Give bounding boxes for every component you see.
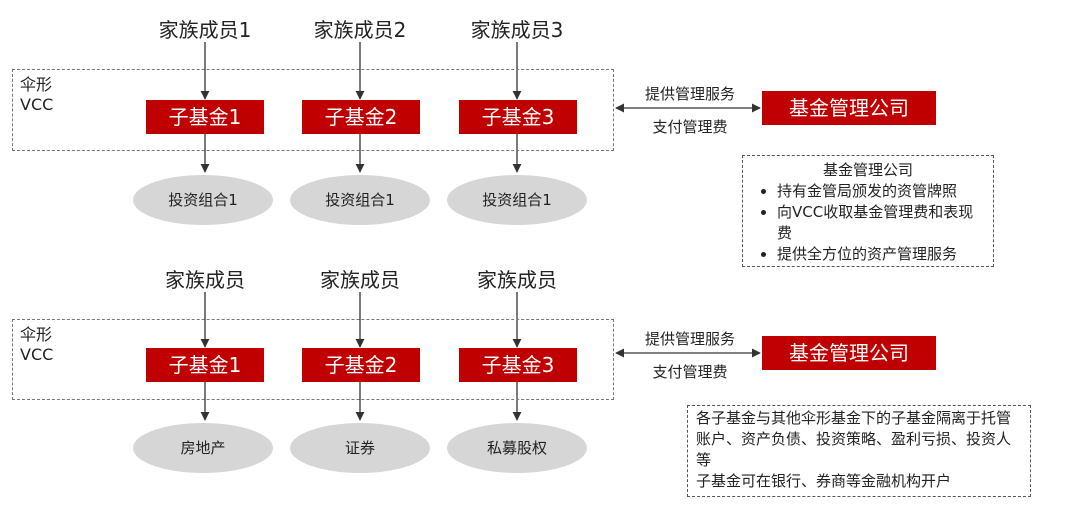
isolation-note-line: 子基金可在银行、券商等金融机构开户 [696,472,952,490]
manager-note-list: 持有金管局颁发的资管牌照 向VCC收取基金管理费和表现费 提供全方位的资产管理服… [749,181,987,265]
isolation-note-line: 各子基金与其他伞形基金下的子基金隔离于托管账户、资产负债、投资策略、盈利亏损、投… [696,409,1012,469]
asset-private-equity: 私募股权 [447,423,587,473]
sub-fund-1: 子基金1 [146,100,264,134]
fund-manager-top: 基金管理公司 [762,91,936,125]
family-member-3: 家族成员3 [470,18,564,42]
manager-note-item: 持有金管局颁发的资管牌照 [777,181,987,202]
family-member-b2: 家族成员 [320,268,400,292]
family-member-2: 家族成员2 [313,18,407,42]
family-member-1: 家族成员1 [158,18,252,42]
umbrella-vcc-box-top [12,69,614,151]
pay-fee-label-top: 支付管理费 [652,118,728,136]
sub-fund-2: 子基金2 [302,100,420,134]
sub-fund-b1: 子基金1 [146,348,264,382]
fund-manager-bottom: 基金管理公司 [762,336,936,370]
asset-real-estate: 房地产 [133,423,273,473]
pay-fee-label-bottom: 支付管理费 [652,363,728,381]
portfolio-3: 投资组合1 [447,175,587,225]
manager-note-item: 向VCC收取基金管理费和表现费 [777,202,987,244]
manager-note-item: 提供全方位的资产管理服务 [777,244,987,265]
sub-fund-3: 子基金3 [459,100,577,134]
sub-fund-b2: 子基金2 [302,348,420,382]
sub-fund-b3: 子基金3 [459,348,577,382]
umbrella-vcc-box-bottom [12,319,614,400]
manager-note-box: 基金管理公司 持有金管局颁发的资管牌照 向VCC收取基金管理费和表现费 提供全方… [742,155,994,267]
provide-management-label-bottom: 提供管理服务 [644,330,735,348]
umbrella-vcc-label-bottom: 伞形VCC [20,325,54,364]
isolation-note-box: 各子基金与其他伞形基金下的子基金隔离于托管账户、资产负债、投资策略、盈利亏损、投… [687,405,1031,497]
family-member-b3: 家族成员 [477,268,557,292]
provide-management-label-top: 提供管理服务 [644,85,735,103]
umbrella-vcc-label-top: 伞形VCC [20,75,54,114]
portfolio-1: 投资组合1 [133,175,273,225]
portfolio-2: 投资组合1 [290,175,430,225]
asset-securities: 证券 [290,423,430,473]
family-member-b1: 家族成员 [165,268,245,292]
manager-note-title: 基金管理公司 [822,161,913,179]
